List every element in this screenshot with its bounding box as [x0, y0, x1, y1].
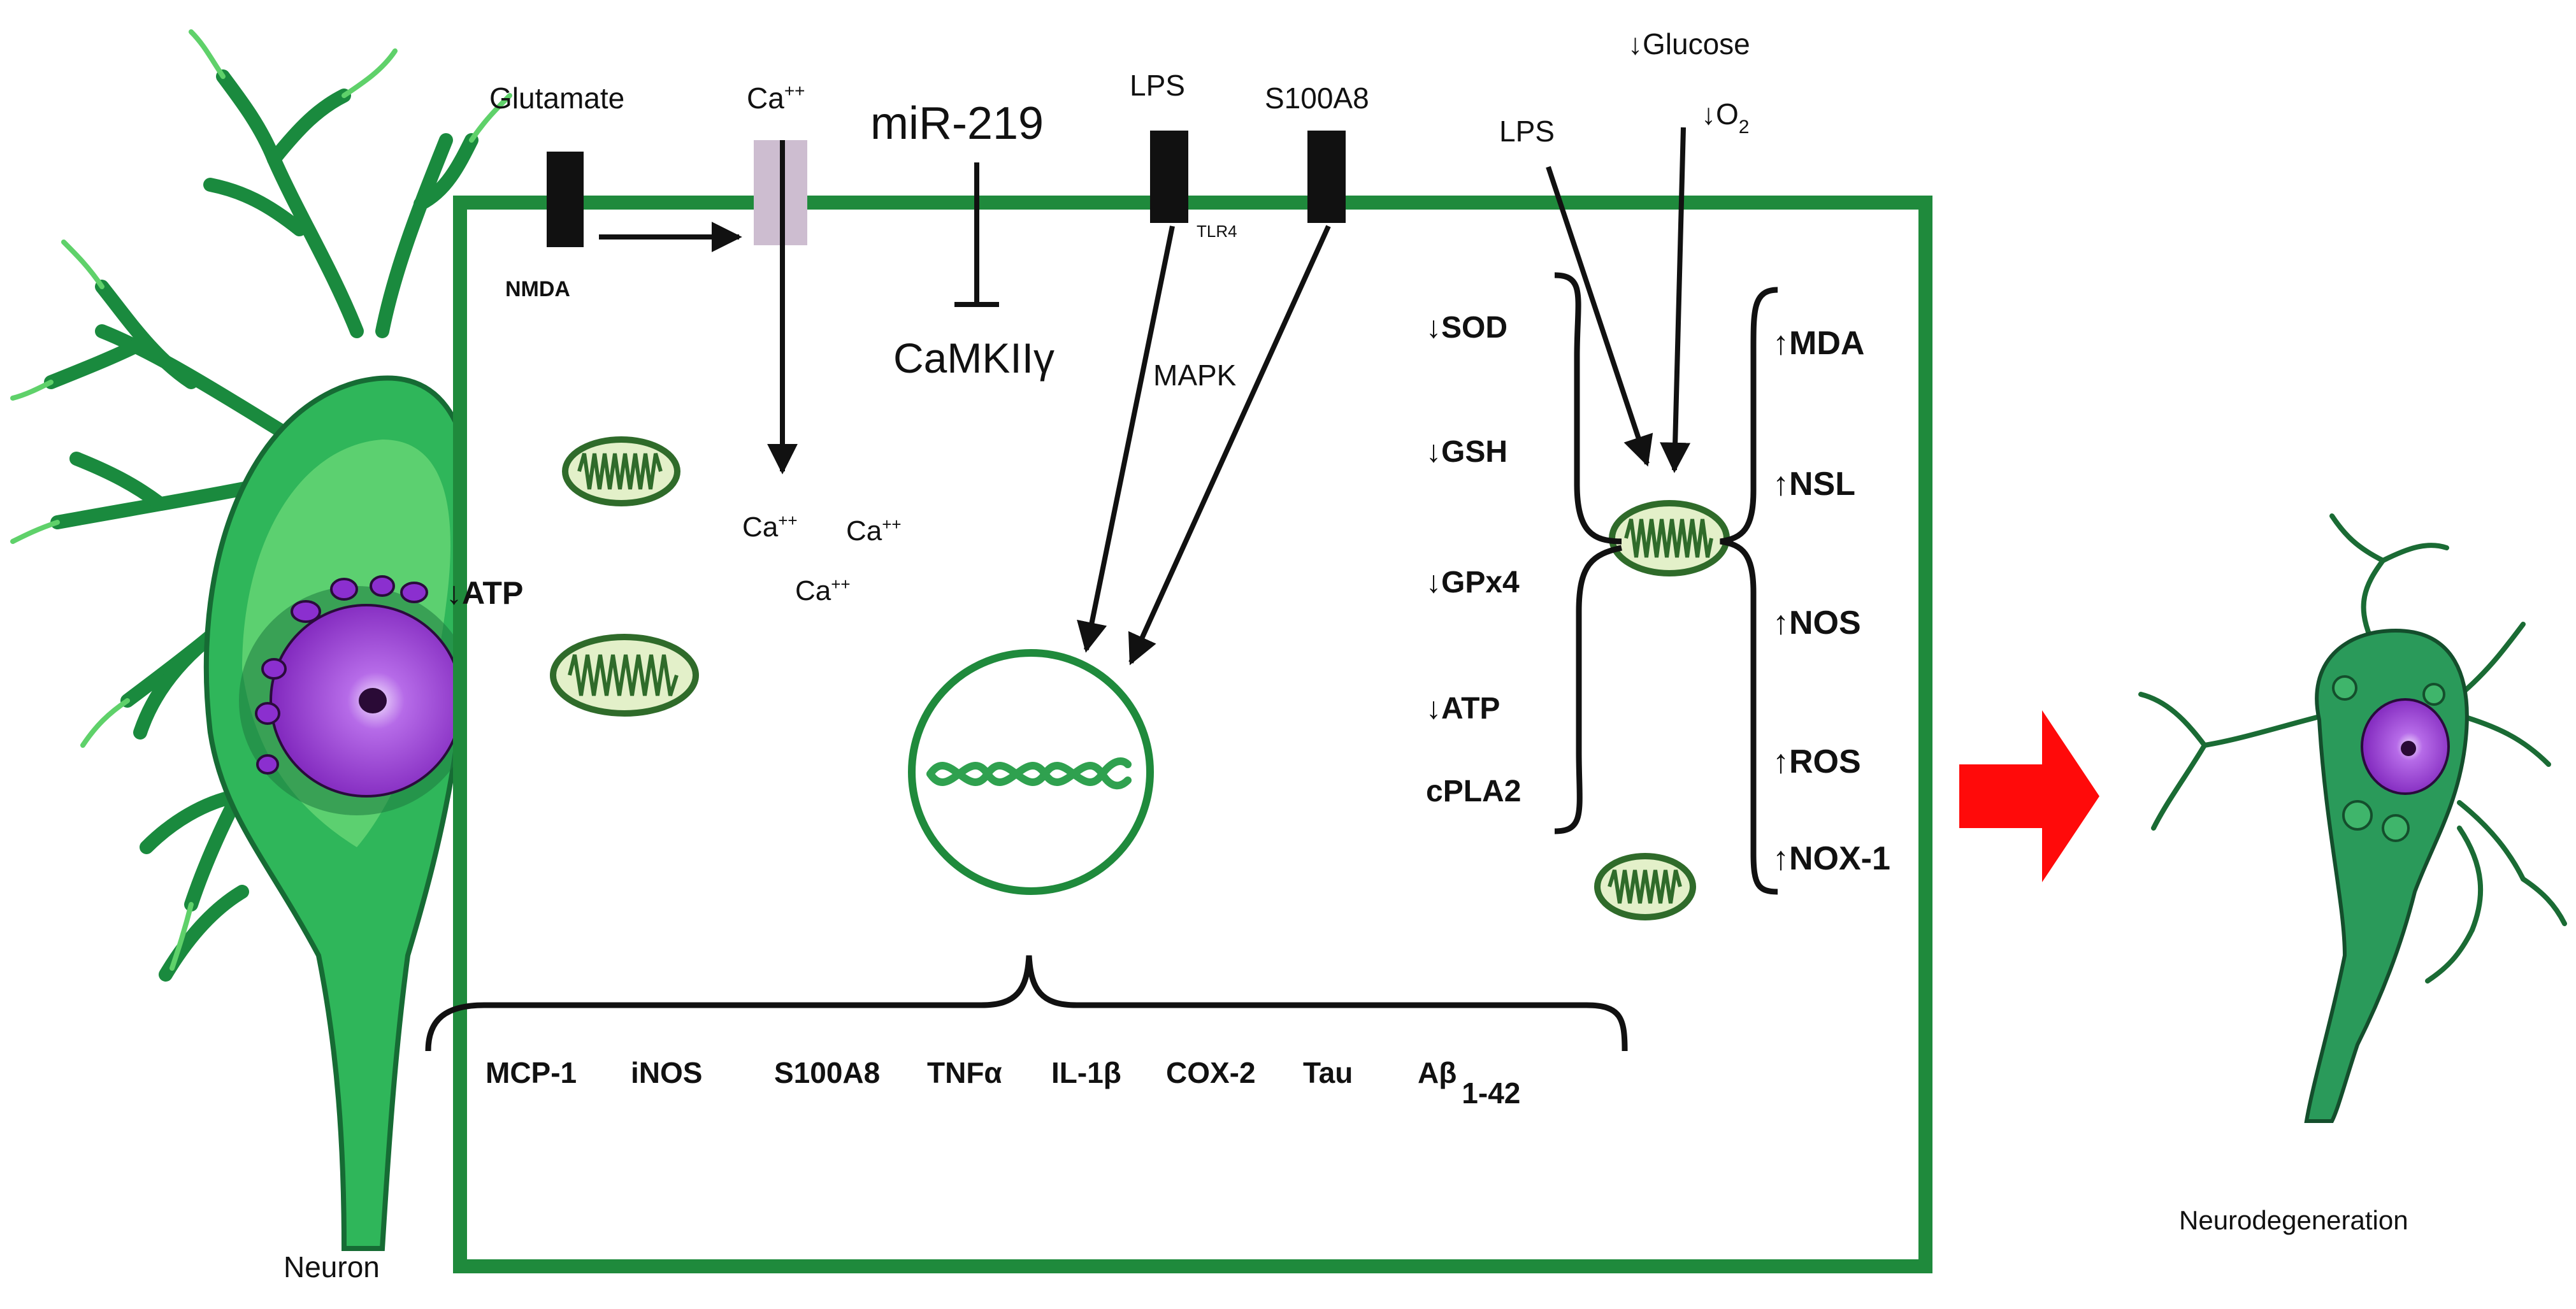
lps-top-label: LPS: [1130, 69, 1185, 102]
right-marker: ↑MDA: [1773, 325, 1864, 362]
s100a8-receptor: [1307, 131, 1346, 223]
mapk-label: MAPK: [1153, 359, 1237, 392]
glutamate-label: Glutamate: [489, 82, 624, 115]
mitochondrion-icon: [1594, 853, 1696, 920]
nmda-label: NMDA: [505, 277, 570, 301]
lps-to-nucleus-arrow: [1077, 225, 1175, 653]
bottom-mediator: Tau: [1303, 1056, 1353, 1089]
tlr4-label: TLR4: [1197, 222, 1237, 241]
red-arrow-icon: [1959, 710, 2099, 882]
oxygen-to-mitochondrion-arrow: [1660, 127, 1691, 473]
left-marker-brace-bottom: [1554, 545, 1622, 834]
neuron-caption: Neuron: [284, 1250, 380, 1284]
right-marker: ↑ROS: [1773, 743, 1861, 780]
calcium-ion-label-2: Ca++: [846, 515, 902, 547]
right-marker: ↑NOS: [1773, 604, 1861, 641]
tlr4-receptor: [1150, 131, 1188, 223]
bottom-mediator: TNFα: [927, 1056, 1002, 1089]
nmda-receptor: [547, 152, 584, 247]
mir219-label: miR-219: [870, 98, 1044, 149]
dna-helix-icon: [926, 757, 1132, 790]
s100a8-to-nucleus-arrow: [1128, 225, 1331, 666]
neurodegeneration-caption: Neurodegeneration: [2179, 1205, 2408, 1235]
calcium-top-label: Ca++: [747, 81, 805, 115]
bottom-mediator: IL-1β: [1051, 1056, 1121, 1089]
left-marker: ↓SOD: [1426, 311, 1507, 345]
oxygen-label: ↓O2: [1701, 97, 1749, 138]
mitochondrion-icon: [550, 634, 699, 717]
mitochondrion-icon: [1609, 500, 1730, 576]
bottom-mediators-list: MCP-1 iNOS S100A8 TNFα IL-1β COX-2 Tau A…: [486, 1056, 1520, 1110]
bottom-brace: [425, 955, 1628, 1052]
right-markers-list: ↑MDA ↑NSL ↑NOS ↑ROS ↑NOX-1: [1773, 325, 1890, 877]
degenerated-neuron-illustration: [2138, 513, 2567, 1123]
calcium-ion-label-1: Ca++: [742, 511, 798, 543]
lps-to-mitochondrion-arrow: [1546, 166, 1653, 467]
bottom-mediator: MCP-1: [486, 1056, 577, 1089]
bottom-mediator: iNOS: [631, 1056, 702, 1089]
right-marker-brace: [1720, 287, 1778, 895]
left-markers-list: ↓SOD ↓GSH ↓GPx4 ↓ATP cPLA2: [1426, 311, 1521, 808]
s100a8-top-label: S100A8: [1265, 82, 1369, 115]
bottom-mediator: COX-2: [1166, 1056, 1256, 1089]
left-marker: ↓GPx4: [1426, 566, 1520, 599]
right-marker: ↑NOX-1: [1773, 840, 1890, 877]
left-marker: ↓GSH: [1426, 435, 1507, 469]
glucose-label: ↓Glucose: [1628, 27, 1750, 61]
neuron-atp-label: ↓ATP: [446, 575, 523, 611]
left-marker-brace-top: [1554, 272, 1622, 545]
camkii-label: CaMKIIγ: [893, 334, 1054, 382]
abeta-label: Aβ1-42: [1418, 1056, 1520, 1110]
cell-boundary: [453, 196, 1932, 1273]
mitochondrion-icon: [562, 436, 680, 506]
calcium-ion-label-3: Ca++: [795, 575, 851, 606]
left-marker: cPLA2: [1426, 775, 1521, 808]
lps-right-label: LPS: [1499, 115, 1555, 148]
right-marker: ↑NSL: [1773, 466, 1855, 503]
bottom-mediator: S100A8: [774, 1056, 880, 1089]
neuron-illustration: [10, 29, 512, 1251]
nucleus-circle: [908, 649, 1154, 895]
left-marker: ↓ATP: [1426, 692, 1500, 726]
